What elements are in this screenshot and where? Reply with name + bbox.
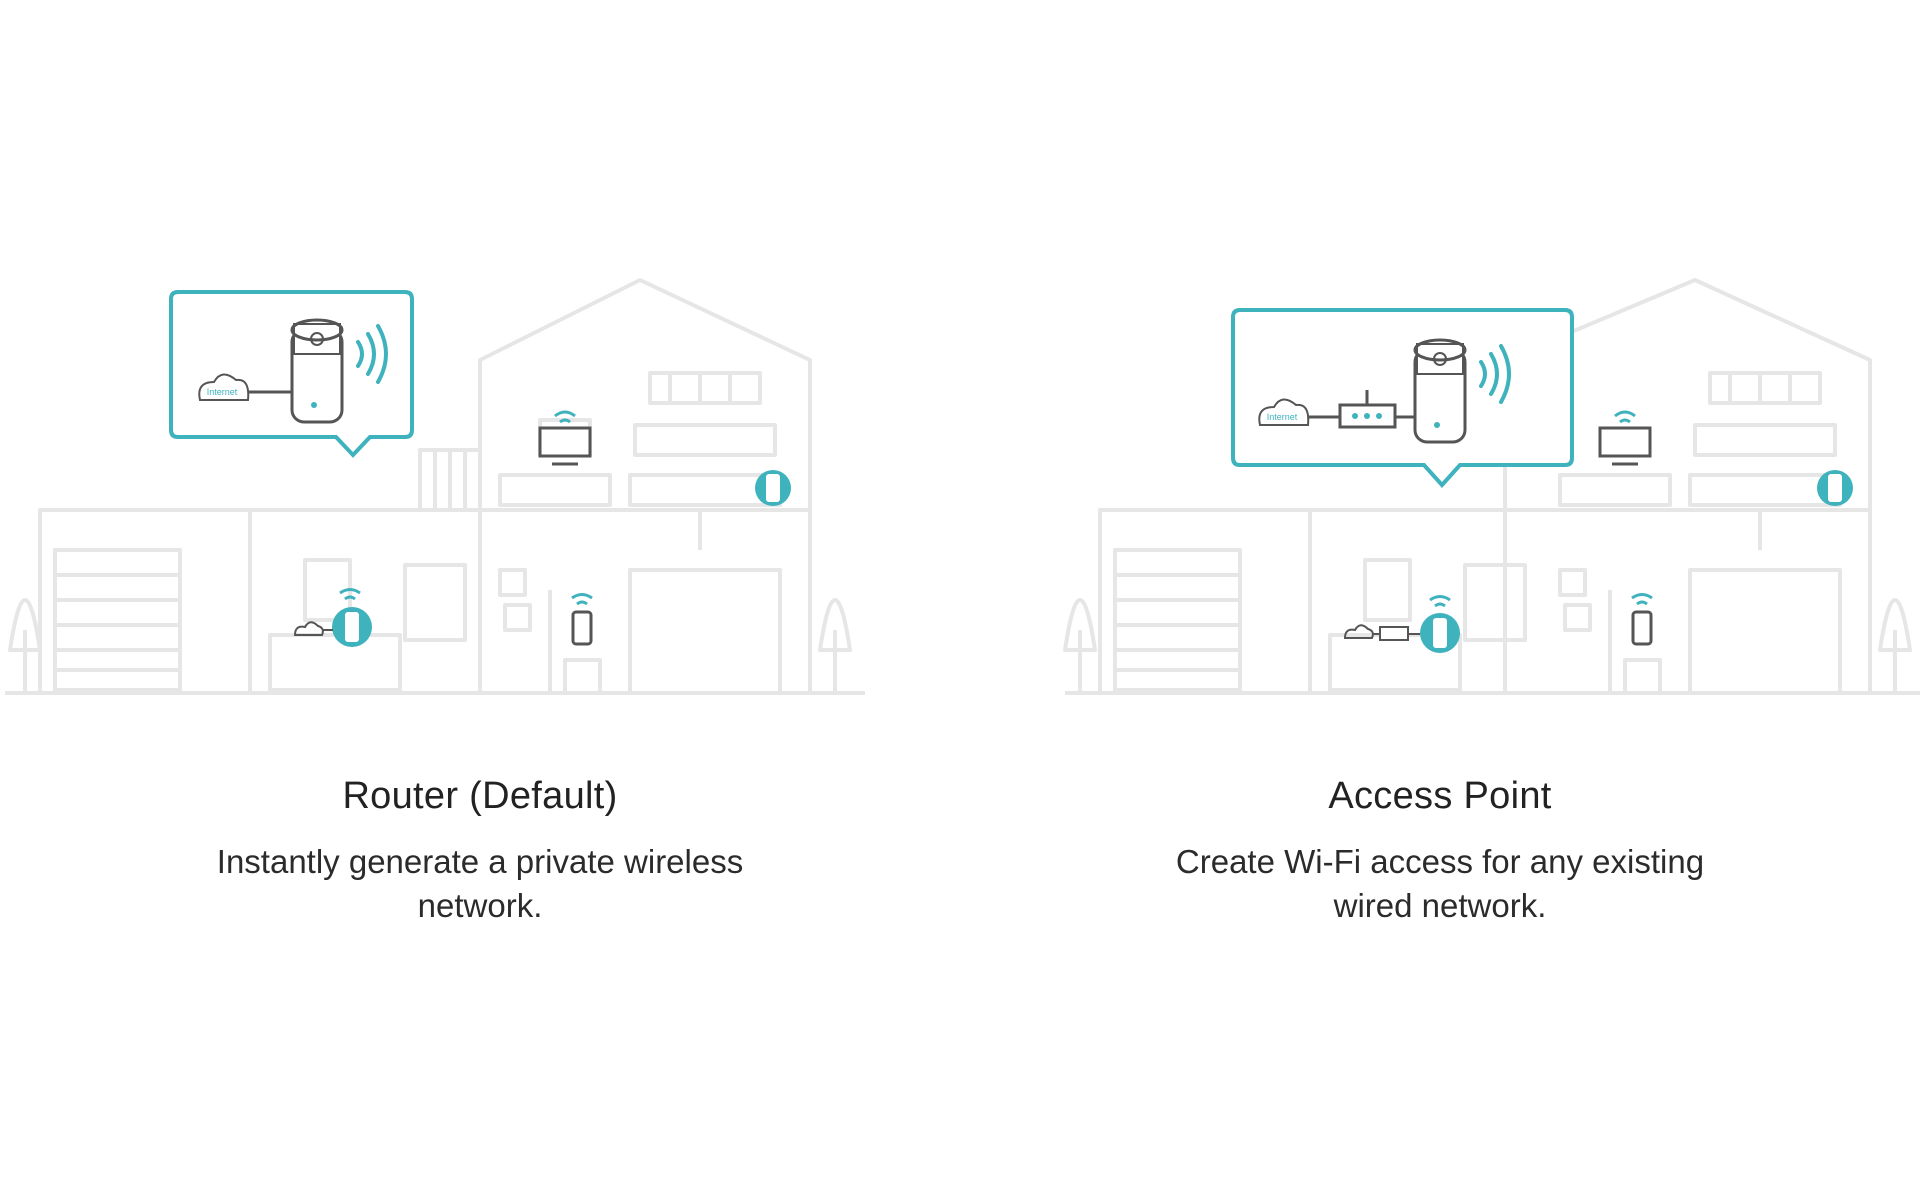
callout-bubble: [1231, 308, 1574, 488]
wifi-waves-icon: [1479, 344, 1511, 404]
cloud-icon: [1258, 398, 1310, 426]
mode-card-access-point[interactable]: Internet Access Point Create Wi-Fi acces…: [960, 0, 1920, 1200]
wifi-signal-icon: [1429, 595, 1451, 608]
mode-description: Instantly generate a private wireless ne…: [216, 843, 744, 924]
mode-card-router[interactable]: Internet Router (Default) Instantly gene…: [0, 0, 960, 1200]
house-illustration: [1063, 278, 1920, 695]
cloud-icon: [198, 373, 250, 401]
mode-description: Create Wi-Fi access for any existing wir…: [1175, 843, 1705, 924]
cloud-icon: [1343, 624, 1380, 639]
tv-icon: [1598, 426, 1652, 466]
access-point-mode-illustration: Internet: [1063, 278, 1920, 695]
wifi-waves-icon: [356, 324, 388, 384]
wifi-signal-icon: [554, 410, 576, 424]
deco-unit-icon: [1413, 338, 1467, 444]
cloud-label: Internet: [1267, 412, 1298, 422]
mode-title: Router (Default): [342, 775, 618, 817]
phone-icon: [571, 610, 593, 646]
wifi-signal-icon: [1614, 410, 1636, 424]
mode-title: Access Point: [1328, 775, 1552, 817]
phone-icon: [1631, 610, 1653, 646]
house-illustration: [5, 278, 865, 695]
router-mode-illustration: Internet: [5, 278, 865, 695]
cloud-icon: [293, 621, 333, 636]
cloud-label: Internet: [207, 387, 238, 397]
deco-unit-icon: [290, 318, 344, 424]
modem-router-icon: [1379, 626, 1409, 641]
wifi-signal-icon: [1631, 593, 1653, 606]
tv-icon: [538, 426, 592, 466]
wifi-signal-icon: [571, 593, 593, 606]
wifi-signal-icon: [339, 588, 361, 601]
